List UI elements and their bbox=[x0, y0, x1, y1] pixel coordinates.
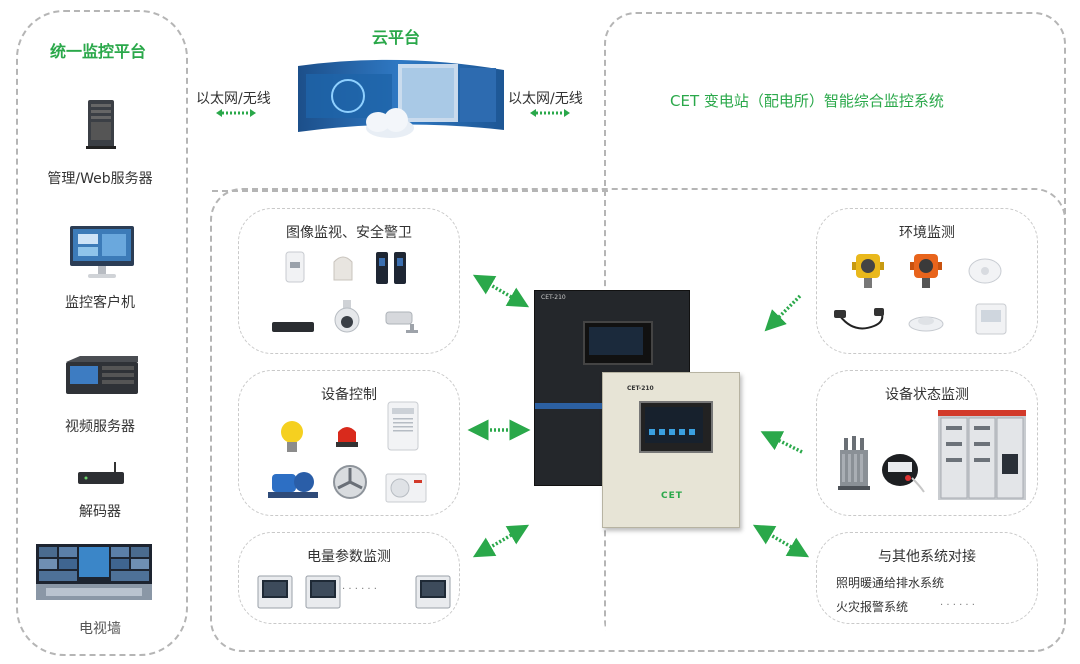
ac-unit-icon bbox=[385, 473, 427, 503]
sensor-icon bbox=[333, 256, 353, 281]
fan-icon bbox=[333, 465, 367, 499]
left-item-label: 视频服务器 bbox=[65, 419, 135, 435]
group-power-params bbox=[238, 532, 460, 624]
cabinet-front: CET-210 CET bbox=[602, 372, 740, 528]
left-panel-title: 统一监控平台 bbox=[50, 42, 147, 61]
gas-detector-icon bbox=[910, 254, 942, 288]
system-title: CET 变电站（配电所）智能综合监控系统 bbox=[670, 92, 944, 110]
gas-detector-icon bbox=[852, 254, 884, 288]
ellipsis: · · · · · · bbox=[940, 600, 975, 611]
rack-server-icon bbox=[66, 356, 138, 396]
smoke-detector-icon bbox=[968, 258, 1002, 284]
group-title: 图像监视、安全警卫 bbox=[286, 225, 412, 241]
arrow-power bbox=[472, 524, 530, 558]
left-item-label: 管理/Web服务器 bbox=[47, 171, 153, 187]
group-title: 电量参数监测 bbox=[307, 549, 391, 565]
cloud-title: 云平台 bbox=[372, 28, 421, 47]
left-item-label: 解码器 bbox=[79, 504, 121, 520]
group-other-systems bbox=[816, 532, 1038, 624]
arrow-status bbox=[760, 431, 803, 454]
left-item-label: 电视墙 bbox=[79, 621, 121, 637]
dome-camera-icon bbox=[334, 300, 360, 333]
monitor-icon bbox=[70, 226, 134, 280]
cabinet-back-model: CET-210 bbox=[541, 294, 566, 301]
ceiling-detector-icon bbox=[908, 316, 944, 332]
ellipsis: · · · · · · bbox=[342, 584, 377, 595]
bullet-camera-icon bbox=[385, 311, 418, 333]
dehumidifier-icon bbox=[387, 401, 419, 451]
group-title: 环境监测 bbox=[899, 225, 955, 241]
group-device-control bbox=[238, 370, 460, 516]
detector-icon bbox=[285, 251, 305, 283]
nvr-icon bbox=[272, 322, 314, 332]
arrow-video bbox=[472, 274, 530, 308]
group-title: 与其他系统对接 bbox=[878, 549, 976, 565]
cabinet-back-panel bbox=[583, 321, 653, 365]
cloud-platform-image bbox=[298, 59, 504, 138]
cabinet-brand: CET bbox=[661, 491, 683, 501]
group-title: 设备状态监测 bbox=[885, 387, 969, 403]
bulb-icon bbox=[281, 421, 303, 452]
group-title: 设备控制 bbox=[321, 387, 377, 403]
temperature-humidity-sensor-icon bbox=[975, 303, 1007, 335]
group-video-security bbox=[238, 208, 460, 354]
frame-mask-top bbox=[212, 190, 608, 192]
left-panel bbox=[16, 10, 188, 656]
group-environment bbox=[816, 208, 1038, 354]
cabinet-front-panel bbox=[639, 401, 713, 453]
power-meter-icon bbox=[415, 575, 451, 609]
arrow-other bbox=[752, 524, 810, 558]
decoder-icon bbox=[78, 462, 124, 488]
other-system-line: 火灾报警系统 bbox=[836, 600, 909, 614]
cloud-right-link-label: 以太网/无线 bbox=[508, 91, 583, 107]
alarm-light-icon bbox=[336, 427, 358, 447]
transformer-icon bbox=[838, 436, 870, 490]
power-meter-icon bbox=[257, 575, 293, 609]
cloud-left-link-label: 以太网/无线 bbox=[196, 91, 271, 107]
link-arrow-icon bbox=[216, 109, 256, 117]
system-frame-bottom bbox=[210, 188, 1066, 652]
video-wall-icon bbox=[36, 544, 152, 604]
other-system-line: 照明暖通给排水系统 bbox=[836, 576, 945, 590]
water-sensor-icon bbox=[834, 308, 884, 330]
beam-detector-icon bbox=[376, 252, 406, 284]
pump-icon bbox=[268, 472, 318, 498]
temperature-controller-icon bbox=[882, 454, 925, 493]
cabinet-front-model: CET-210 bbox=[627, 385, 654, 392]
group-equipment-status bbox=[816, 370, 1038, 516]
arrow-env bbox=[764, 294, 802, 332]
left-item-label: 监控客户机 bbox=[65, 295, 135, 311]
power-meter-icon bbox=[305, 575, 341, 609]
link-arrow-icon bbox=[530, 109, 570, 117]
switchgear-icon bbox=[938, 410, 1026, 500]
server-tower-icon bbox=[84, 100, 118, 150]
